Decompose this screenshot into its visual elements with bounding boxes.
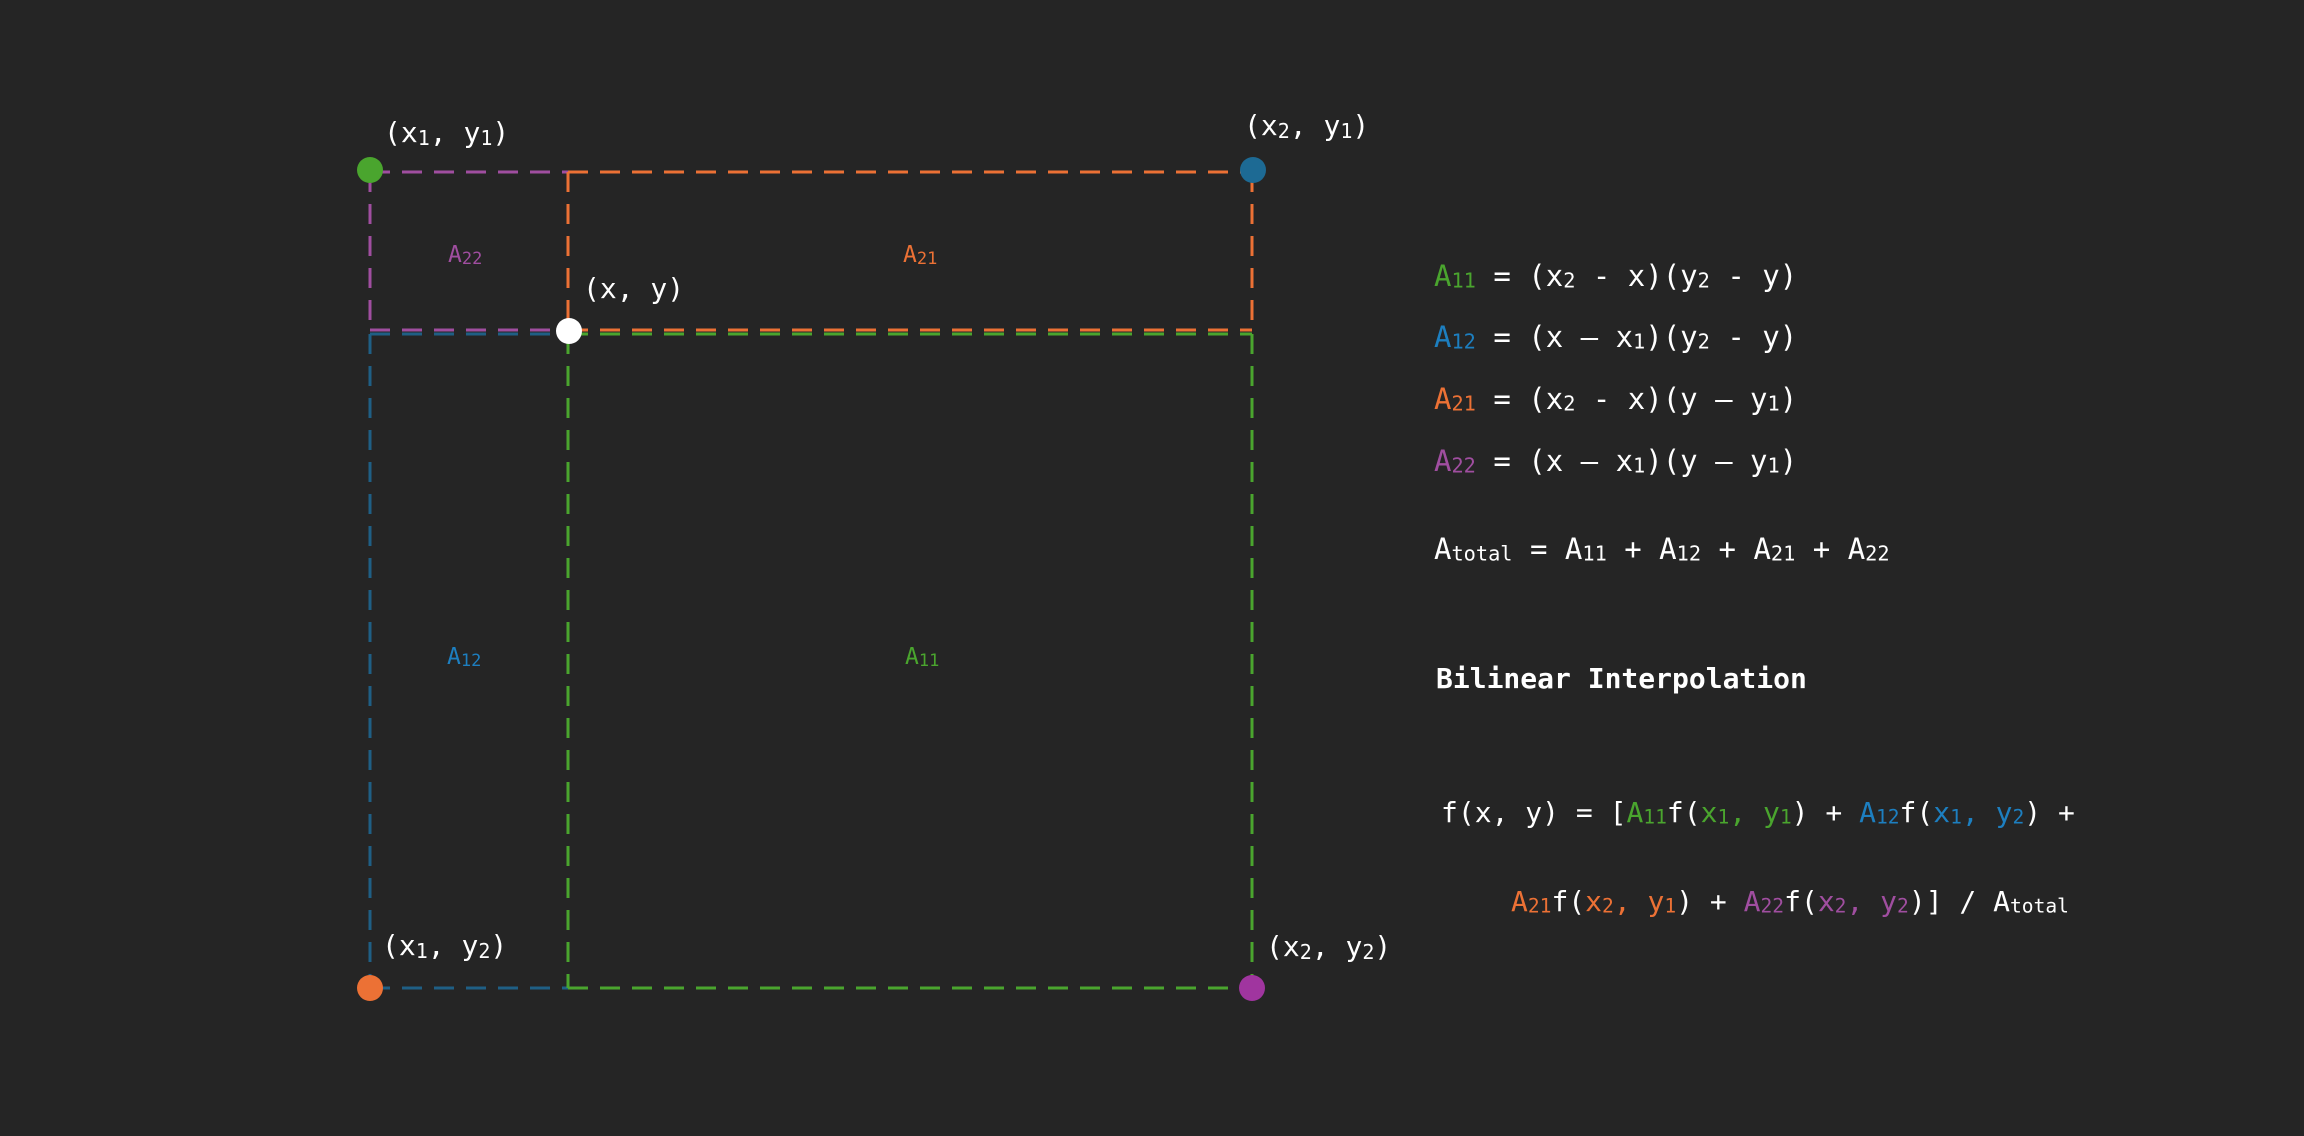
point-x2-y2 bbox=[1239, 975, 1265, 1001]
equation-a21: A21 = (x2 - x)(y – y1) bbox=[1434, 382, 1798, 416]
equation-a22: A22 = (x – x1)(y – y1) bbox=[1434, 444, 1798, 478]
point-x1-y1 bbox=[357, 157, 383, 183]
label-top-right: (x2, y1) bbox=[1244, 109, 1369, 143]
formula-line-1: f(x, y) = [A11f(x1, y1) + A12f(x1, y2) + bbox=[1441, 796, 2075, 829]
label-center-point: (x, y) bbox=[583, 272, 684, 305]
formula-line-2: A21f(x2, y1) + A22f(x2, y2)] / Atotal bbox=[1511, 884, 2069, 918]
equation-a12: A12 = (x – x1)(y2 - y) bbox=[1434, 320, 1798, 354]
point-x1-y2 bbox=[357, 975, 383, 1001]
bilinear-formula: f(x, y) = [A11f(x1, y1) + A12f(x1, y2) +… bbox=[1441, 750, 2075, 969]
label-bottom-left: (x1, y2) bbox=[382, 929, 507, 963]
region-label-a11: A11 bbox=[905, 644, 939, 671]
point-x2-y1 bbox=[1240, 157, 1266, 183]
equation-a11: A11 = (x2 - x)(y2 - y) bbox=[1434, 259, 1798, 293]
label-top-left: (x1, y1) bbox=[384, 116, 509, 150]
equation-total: Atotal = A11 + A12 + A21 + A22 bbox=[1434, 532, 1890, 566]
label-bottom-right: (x2, y2) bbox=[1266, 930, 1391, 964]
section-title: Bilinear Interpolation bbox=[1436, 662, 1807, 695]
region-label-a21: A21 bbox=[903, 242, 937, 269]
area-equations: A11 = (x2 - x)(y2 - y) A12 = (x – x1)(y2… bbox=[1434, 262, 1890, 564]
point-x-y bbox=[556, 318, 582, 344]
region-label-a22: A22 bbox=[448, 242, 482, 269]
region-label-a12: A12 bbox=[447, 644, 481, 671]
